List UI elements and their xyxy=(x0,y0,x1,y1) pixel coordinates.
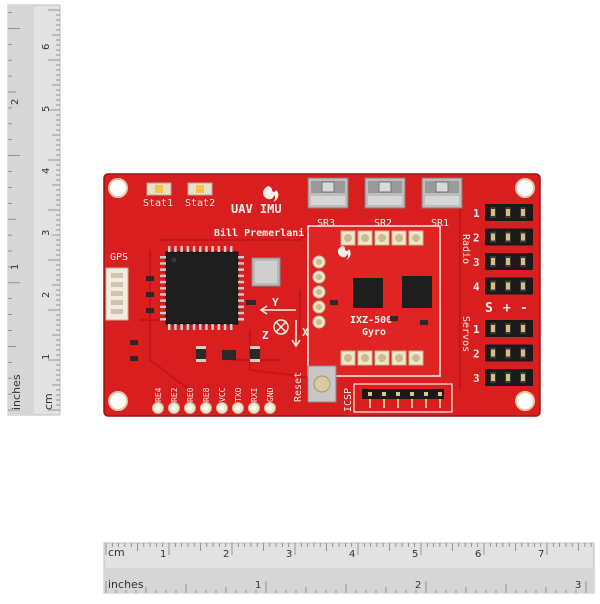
icsp-label: ICSP xyxy=(343,388,354,412)
servo-reverse-switch[interactable] xyxy=(421,177,463,209)
left-ruler-cm-tick: 1 xyxy=(41,354,52,360)
axis-z-label: Z xyxy=(262,329,269,342)
channel-label: 2 xyxy=(473,232,480,245)
bottom-pin-label: RE0 xyxy=(186,387,195,402)
pin-header-row[interactable]: 1 xyxy=(473,320,533,337)
bottom-ruler-cm-tick: 6 xyxy=(475,549,481,560)
plus-pin-label: + xyxy=(503,301,511,316)
channel-label: 1 xyxy=(473,323,480,336)
bottom-ruler-cm-tick: 4 xyxy=(349,549,355,560)
pin-header-row[interactable]: 4 xyxy=(473,277,533,295)
pin-header-row[interactable]: 2 xyxy=(473,344,533,362)
bottom-pin-label: RXI xyxy=(250,387,259,402)
stat1-label: Stat1 xyxy=(143,198,173,209)
switch-label: SR2 xyxy=(374,218,392,229)
left-ruler-inch-tick: 1 xyxy=(10,264,21,270)
bottom-ruler-cm-tick: 2 xyxy=(223,549,229,560)
switch-label: SR1 xyxy=(431,218,449,229)
left-ruler-cm-tick: 4 xyxy=(41,168,52,174)
radio-label: Radio xyxy=(460,234,471,264)
pin-header-row[interactable]: 3 xyxy=(473,369,533,386)
bottom-pin-label: RE2 xyxy=(170,387,179,402)
sparkfun-flame-icon xyxy=(263,186,279,202)
axis-diagram xyxy=(259,305,301,348)
bottom-pin-label: TXO xyxy=(234,387,243,402)
bottom-ruler-inch-tick: 3 xyxy=(575,580,581,591)
gyro-daughterboard: IXZ-500 Gyro xyxy=(307,225,441,377)
left-ruler-inches-label: inches xyxy=(10,374,23,410)
bottom-ruler-inch-tick: 2 xyxy=(415,580,421,591)
bottom-ruler-inch-tick: 1 xyxy=(255,580,261,591)
axis-x-label: X xyxy=(302,326,309,339)
axis-y-label: Y xyxy=(272,296,279,309)
bottom-ruler-cm-label: cm xyxy=(108,546,125,559)
signal-pin-label: S xyxy=(485,301,493,316)
channel-label: 3 xyxy=(473,372,480,385)
gps-label: GPS xyxy=(110,252,128,263)
left-ruler-cm-tick: 6 xyxy=(41,44,52,50)
left-ruler-cm-tick: 5 xyxy=(41,106,52,112)
gyro-chip-name: IXZ-500 xyxy=(350,315,392,326)
bottom-ruler-cm-tick: 1 xyxy=(160,549,166,560)
bottom-pin-label: RE8 xyxy=(202,387,211,402)
accelerometer-chip xyxy=(402,276,432,308)
board-title: UAV IMU xyxy=(231,202,282,216)
bottom-ruler-cm-tick: 3 xyxy=(286,549,292,560)
reset-button[interactable] xyxy=(307,365,337,403)
servo-reverse-switch[interactable] xyxy=(307,177,349,209)
bottom-ruler-inches-label: inches xyxy=(108,578,144,591)
bottom-pin-label: GND xyxy=(266,387,275,402)
gyro-chip xyxy=(353,278,383,308)
pcb: Stat1 Stat2 UAV IMU SR3 SR2 SR1 Bill Preme… xyxy=(103,173,541,417)
bottom-ruler-cm-tick: 5 xyxy=(412,549,418,560)
bottom-ruler: cm inches 1 2 3 4 5 6 7 1 2 3 xyxy=(103,542,595,594)
bottom-pin-label: RE4 xyxy=(154,387,163,402)
mounting-hole xyxy=(515,178,535,198)
left-ruler-cm-tick: 2 xyxy=(41,292,52,298)
left-ruler-inch-tick: 2 xyxy=(10,99,21,105)
microcontroller-chip xyxy=(165,251,239,325)
channel-label: 1 xyxy=(473,207,480,220)
left-ruler: inches cm 1 2 3 4 5 6 1 2 xyxy=(7,4,61,416)
servos-label: Servos xyxy=(460,316,471,352)
gyro-flame-icon xyxy=(337,246,351,260)
channel-label: 3 xyxy=(473,256,480,269)
switch-label: SR3 xyxy=(317,218,335,229)
author-credit: Bill Premerlani xyxy=(214,227,304,239)
left-ruler-cm-label: cm xyxy=(42,393,55,410)
minus-pin-label: - xyxy=(520,301,528,316)
left-ruler-cm-tick: 3 xyxy=(41,230,52,236)
reset-label: Reset xyxy=(293,372,304,402)
mounting-hole xyxy=(108,178,128,198)
bottom-ruler-cm-tick: 7 xyxy=(538,549,544,560)
pin-header-row[interactable]: 1 xyxy=(473,204,533,221)
stat2-label: Stat2 xyxy=(185,198,215,209)
bottom-pin-label: VCC xyxy=(218,387,227,402)
servo-reverse-switch[interactable] xyxy=(364,177,406,209)
channel-label: 2 xyxy=(473,348,480,361)
gyro-label: Gyro xyxy=(362,327,386,338)
channel-label: 4 xyxy=(473,281,480,294)
pin-header-row[interactable]: 3 xyxy=(473,253,533,270)
mounting-hole xyxy=(108,391,128,411)
icsp-header xyxy=(353,383,453,413)
pin-header-row[interactable]: 2 xyxy=(473,228,533,246)
mounting-hole xyxy=(515,391,535,411)
